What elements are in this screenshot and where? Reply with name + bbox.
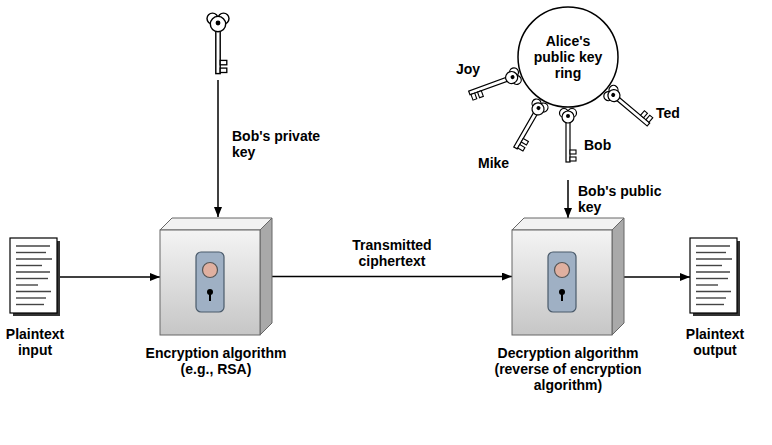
private-key-arrow	[217, 80, 219, 217]
node-outline	[160, 218, 272, 335]
algorithm-box: Encryption algorithm (e.g., RSA)	[160, 218, 272, 335]
box-front-face	[512, 230, 612, 335]
box-front-face	[160, 230, 260, 335]
document-text-line	[696, 291, 731, 292]
public-key-icon	[508, 97, 549, 152]
document-text-line	[16, 297, 46, 298]
edge-label: Bob's public key	[578, 183, 683, 215]
key-head	[504, 70, 519, 85]
document-text-line	[696, 278, 728, 279]
key-owner-label: Joy	[456, 61, 480, 77]
edge-label: Transmitted ciphertext	[337, 237, 447, 269]
node-outline	[690, 238, 740, 316]
node-caption: Plaintext input	[0, 326, 75, 358]
lock-plate	[196, 252, 224, 312]
document-text-line	[16, 291, 51, 292]
document-text-line	[16, 252, 46, 253]
keyhole	[209, 292, 211, 301]
key-shaft	[514, 111, 538, 149]
arrow-connector	[624, 276, 690, 278]
key-owner-label: Ted	[656, 105, 680, 121]
document-text-line	[696, 245, 730, 246]
document-text-line	[16, 304, 44, 305]
box-top-face	[512, 218, 624, 230]
key-head	[562, 111, 574, 123]
document-text-line	[16, 271, 50, 272]
key-tooth	[471, 93, 477, 100]
key-hole	[216, 21, 221, 26]
key-tooth	[220, 60, 227, 64]
public-key-icon	[602, 84, 654, 131]
lock-knob	[203, 263, 218, 278]
private-key-icon	[207, 13, 229, 74]
document-text-line	[16, 258, 52, 259]
document-text-line	[696, 258, 732, 259]
arrow-connector	[60, 276, 160, 278]
document-text-line	[696, 265, 722, 266]
key-head	[210, 16, 225, 31]
box-side-face	[612, 218, 624, 335]
document-node: Plaintext input	[10, 238, 60, 316]
document-text-line	[696, 304, 724, 305]
lock-plate	[548, 252, 576, 312]
arrow-connector	[272, 276, 512, 278]
ring-label: Alice's public key ring	[529, 33, 607, 81]
key-tooth	[570, 150, 576, 154]
key-hole	[510, 75, 515, 80]
key-tooth	[478, 91, 484, 98]
key-hole	[536, 105, 541, 110]
arrow-connector	[567, 180, 569, 218]
key-tooth	[521, 139, 528, 145]
key-tooth	[518, 145, 525, 151]
key-tooth	[641, 111, 648, 118]
key-ring-node: Alice's public key ring	[455, 0, 681, 180]
document-text-line	[16, 278, 48, 279]
key-shaft	[469, 77, 509, 95]
node-outline	[10, 238, 60, 316]
key-hole	[610, 92, 616, 98]
key-ring-outline	[518, 7, 618, 107]
key-tooth	[220, 68, 227, 72]
key-shaft	[616, 97, 650, 126]
algorithm-box: Decryption algorithm (reverse of encrypt…	[512, 218, 624, 335]
node-caption: Encryption algorithm (e.g., RSA)	[134, 345, 299, 377]
document-text-line	[696, 252, 726, 253]
document-text-line	[16, 265, 42, 266]
key-head	[530, 101, 546, 117]
key-head	[606, 87, 623, 104]
node-caption: Decryption algorithm (reverse of encrypt…	[481, 345, 656, 393]
document-page	[690, 238, 737, 313]
document-node: Plaintext output	[690, 238, 740, 316]
key-hole	[566, 114, 570, 118]
box-top-face	[160, 218, 272, 230]
key-owner-label: Bob	[584, 137, 611, 153]
lock-knob	[555, 263, 570, 278]
document-text-line	[16, 284, 38, 285]
document-text-line	[696, 271, 730, 272]
node-outline	[512, 218, 624, 335]
key-owner-label: Mike	[478, 155, 509, 171]
document-text-line	[696, 284, 718, 285]
key-label: Bob's private key	[232, 128, 337, 160]
document-page	[10, 238, 57, 313]
keyhole	[561, 292, 563, 301]
key-tooth	[570, 157, 576, 161]
document-text-line	[696, 297, 726, 298]
key-shaft	[566, 121, 570, 162]
document-text-line	[16, 245, 50, 246]
key-shaft	[216, 30, 220, 74]
node-caption: Plaintext output	[675, 326, 755, 358]
box-side-face	[260, 218, 272, 335]
public-key-icon	[560, 109, 577, 163]
node-outline	[455, 0, 681, 180]
key-tooth	[646, 115, 653, 122]
